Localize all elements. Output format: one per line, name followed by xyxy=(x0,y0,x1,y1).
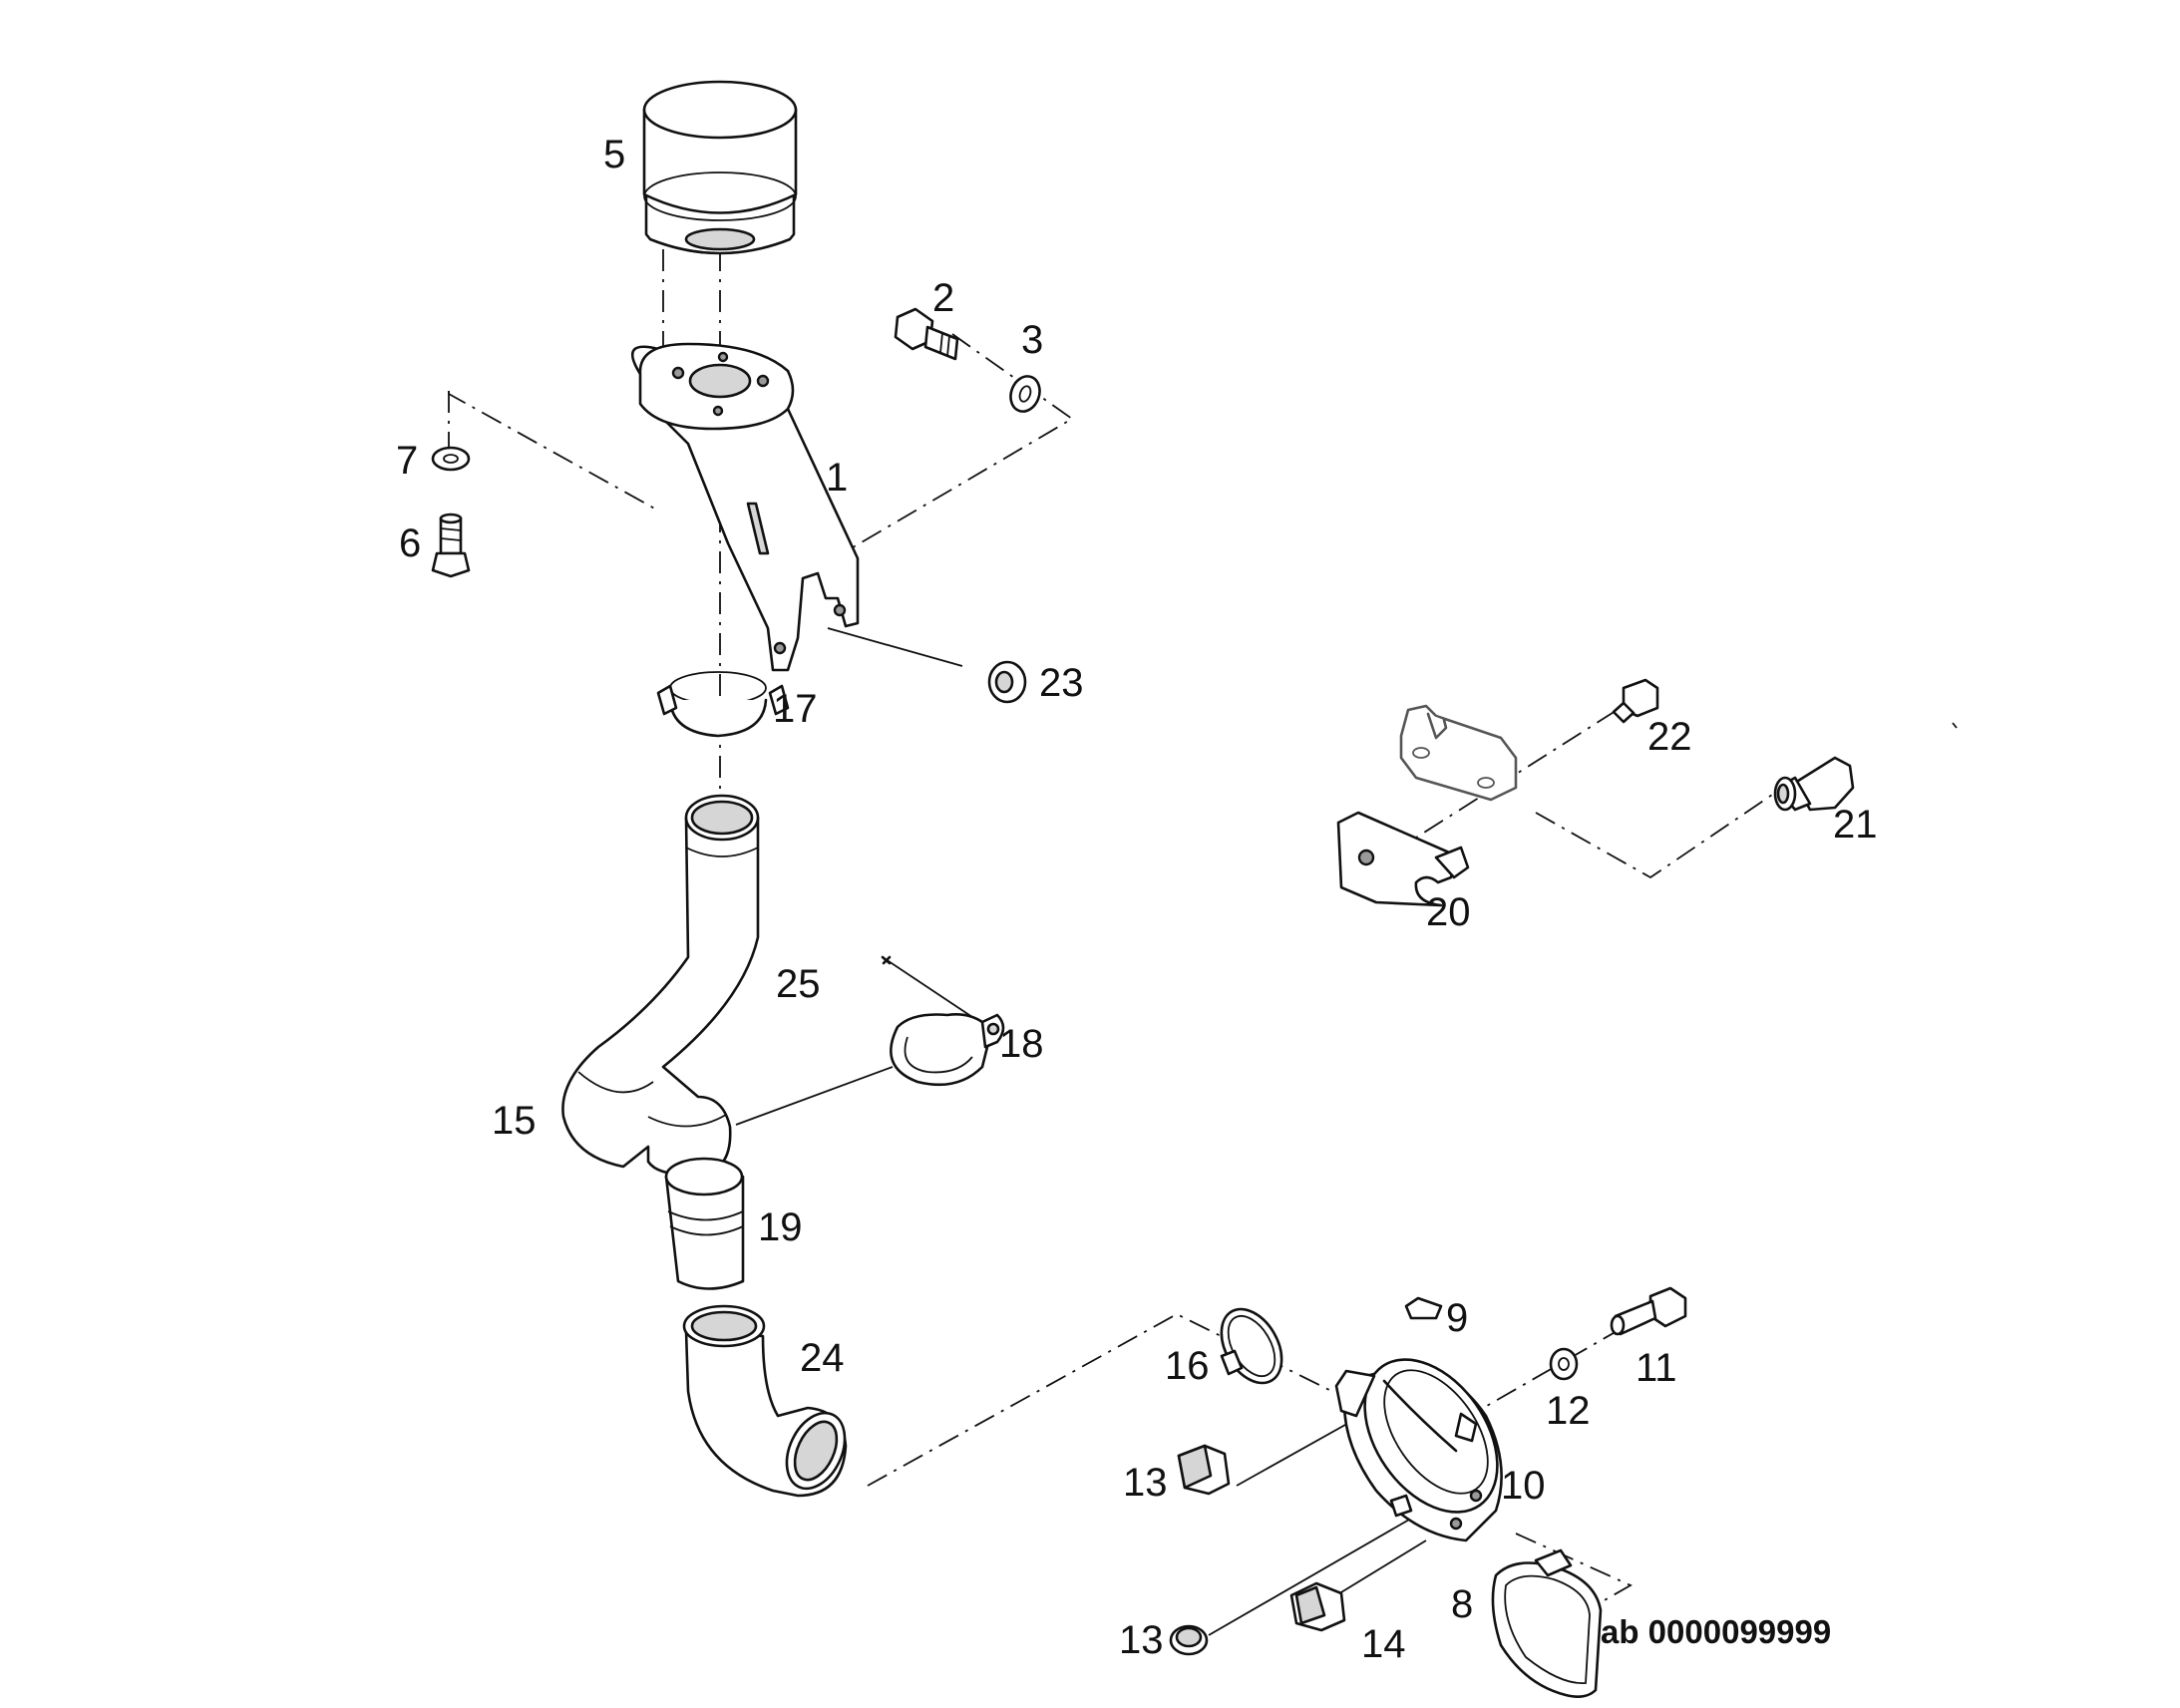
washer-part-3 xyxy=(1009,375,1041,413)
part-labels: 5 2 3 7 1 6 23 17 22 21 20 25 18 15 19 9… xyxy=(396,133,1878,1666)
cap-part-21 xyxy=(1773,722,1958,812)
label-part-13-lower: 13 xyxy=(1119,1618,1164,1662)
label-part-16: 16 xyxy=(1165,1344,1210,1388)
y-pipe-part-15 xyxy=(561,794,760,1177)
label-part-14: 14 xyxy=(1361,1622,1406,1666)
label-part-1: 1 xyxy=(826,456,848,500)
label-part-3: 3 xyxy=(1021,318,1043,362)
label-part-17: 17 xyxy=(773,687,818,731)
label-part-8: 8 xyxy=(1451,1582,1473,1626)
washer-part-7 xyxy=(431,446,471,472)
label-part-23: 23 xyxy=(1039,661,1084,705)
gasket-part-8 xyxy=(1491,1548,1603,1698)
grommet-part-13-upper xyxy=(1177,1444,1231,1496)
block-part-9 xyxy=(1404,1296,1443,1320)
plate-part-20 xyxy=(1336,811,1470,907)
label-part-2: 2 xyxy=(932,276,954,320)
label-part-22: 22 xyxy=(1647,715,1692,759)
label-part-15: 15 xyxy=(492,1099,537,1143)
label-part-7: 7 xyxy=(396,439,418,483)
screw-part-11 xyxy=(1610,1286,1687,1336)
label-part-11: 11 xyxy=(1635,1346,1677,1390)
p-clamp-part-18 xyxy=(881,955,1005,1087)
screw-part-6 xyxy=(431,512,471,578)
relay-part-22 xyxy=(1399,678,1659,802)
bracket-part-1 xyxy=(630,342,860,672)
nut-part-23 xyxy=(987,660,1027,704)
air-filter-part-5 xyxy=(642,80,798,255)
elbow-pipe-part-24 xyxy=(682,1304,848,1498)
label-part-24: 24 xyxy=(800,1336,845,1380)
label-part-10: 10 xyxy=(1501,1464,1546,1508)
bolt-part-2 xyxy=(894,307,959,361)
leader-lines xyxy=(735,627,1427,1636)
label-part-21: 21 xyxy=(1833,803,1878,847)
connector-sleeve-part-19 xyxy=(664,1157,745,1290)
label-part-12: 12 xyxy=(1546,1389,1591,1433)
hose-clamp-part-17 xyxy=(656,671,790,738)
hose-clamp-part-16 xyxy=(1220,1307,1283,1385)
label-part-19: 19 xyxy=(758,1205,803,1249)
label-part-13-upper: 13 xyxy=(1123,1461,1168,1505)
label-part-6: 6 xyxy=(399,521,421,565)
label-part-25: 25 xyxy=(776,962,821,1006)
washer-part-12 xyxy=(1549,1347,1579,1381)
grommet-part-14 xyxy=(1289,1581,1346,1632)
housing-part-10 xyxy=(1334,1358,1503,1542)
label-part-18: 18 xyxy=(999,1022,1044,1066)
label-part-20: 20 xyxy=(1426,890,1471,934)
grommet-part-13-lower xyxy=(1169,1624,1209,1656)
drawing-code: ab 0000099999 xyxy=(1601,1613,1831,1650)
label-part-9: 9 xyxy=(1446,1296,1468,1340)
label-part-5: 5 xyxy=(603,133,625,176)
